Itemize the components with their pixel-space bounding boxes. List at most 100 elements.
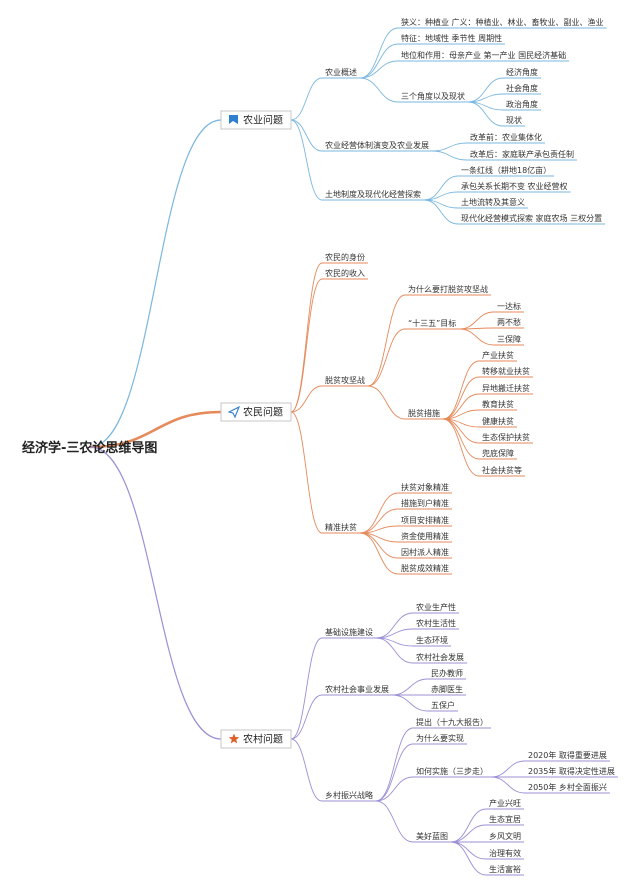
leaf-label: 治理有效: [489, 848, 521, 858]
connector-line: [290, 738, 323, 802]
subtopic-label: 赤脚医生: [431, 684, 463, 694]
subtopic-label: 特征：地域性 季节性 周期性: [401, 33, 502, 43]
leaf-label: 教育扶贫: [482, 399, 514, 409]
root-title: 经济学-三农论思维导图: [22, 440, 157, 456]
leaf-label: 产业兴旺: [489, 798, 521, 808]
send-icon: [227, 405, 241, 419]
main-node-box: [220, 729, 292, 749]
connector-line: [290, 694, 323, 740]
connector-line: [375, 800, 414, 843]
leaf-label: 2020年 取得重要进展: [528, 750, 607, 760]
mind-map-nodes: 经济学-三农论思维导图 农业问题 农业概述 狭义：种植业 广义：种植业、林业、畜牧业、…: [22, 17, 615, 874]
connector-line: [375, 776, 414, 802]
connector-line: [290, 119, 323, 152]
subtopic-label: 一条红线（耕地18亿亩）: [461, 165, 551, 175]
subtopic-label: 三个角度以及现状: [401, 91, 465, 101]
connector-lines: [89, 27, 618, 876]
leaf-label: 生活富裕: [489, 864, 521, 874]
leaf-label: 三保障: [497, 334, 521, 344]
connector-line: [89, 410, 222, 449]
subtopic-label: 资金使用精准: [401, 531, 449, 541]
main-node-label: 农业问题: [243, 114, 283, 127]
subtopic-label: 因村派人精准: [401, 547, 449, 557]
connector-line: [467, 101, 504, 127]
topic-label: 农民的收入: [325, 268, 365, 278]
main-node-box: [220, 110, 292, 130]
connector-line: [375, 727, 414, 802]
leaf-label: 社会扶贫等: [482, 465, 522, 475]
main-node-2[interactable]: 农民问题: [220, 402, 292, 422]
subtopic-label: 扶贫对象精准: [401, 482, 449, 492]
connector-line: [375, 628, 414, 639]
connector-line: [359, 77, 399, 103]
star-icon: [228, 733, 240, 744]
topic-label: 脱贫攻坚战: [325, 375, 365, 385]
connector-line: [423, 199, 459, 225]
leaf-label: 两不愁: [497, 317, 521, 327]
connector-line: [450, 841, 487, 876]
subtopic-label: “十三五”目标: [408, 318, 456, 328]
connector-line: [89, 446, 222, 740]
subtopic-label: 脱贫成效精准: [401, 563, 449, 573]
connector-line: [367, 328, 406, 387]
topic-label: 基础设施建设: [325, 627, 373, 637]
topic-label: 乡村振兴战略: [325, 790, 373, 800]
connector-line: [375, 637, 414, 664]
connector-line: [290, 411, 323, 534]
leaf-label: 2035年 取得决定性进展: [528, 766, 615, 776]
leaf-label: 生态保护扶贫: [482, 432, 530, 442]
leaf-label: 经济角度: [506, 67, 538, 77]
connector-line: [490, 760, 526, 778]
flag-icon: [229, 115, 238, 124]
connector-line: [89, 119, 222, 448]
connector-line: [290, 637, 323, 740]
connector-line: [442, 376, 480, 420]
subtopic-label: 地位和作用：母亲产业 第一产业 国民经济基础: [401, 50, 566, 60]
connector-line: [442, 418, 480, 477]
leaf-label: 异地搬迁扶贫: [482, 383, 530, 393]
connector-line: [431, 150, 468, 161]
subtopic-label: 狭义：种植业 广义：种植业、林业、畜牧业、副业、渔业: [401, 17, 604, 27]
topic-label: 农业概述: [325, 67, 357, 77]
main-node-3[interactable]: 农村问题: [220, 729, 292, 749]
subtopic-label: 改革后：家庭联产承包责任制: [470, 149, 574, 159]
connector-line: [442, 418, 480, 460]
connector-line: [359, 508, 399, 534]
subtopic-label: 如何实施（三步走）: [416, 766, 488, 776]
connector-line: [391, 678, 429, 696]
connector-line: [290, 262, 323, 413]
topic-label: 精准扶贫: [325, 522, 357, 532]
leaf-label: 转移就业扶贫: [482, 366, 530, 376]
connector-line: [467, 77, 504, 103]
topic-label: 农民的身份: [325, 252, 365, 262]
subtopic-label: 提出（十九大报告）: [416, 717, 488, 727]
connector-line: [359, 492, 399, 534]
leaf-label: 2050年 乡村全面振兴: [528, 782, 607, 792]
subtopic-label: 五保户: [431, 700, 455, 710]
connector-line: [359, 27, 399, 79]
leaf-label: 一达标: [497, 301, 521, 311]
leaf-label: 健康扶贫: [482, 416, 514, 426]
subtopic-label: 为什么要实现: [416, 733, 464, 743]
main-node-1[interactable]: 农业问题: [220, 110, 292, 130]
connector-line: [490, 776, 526, 794]
connector-line: [359, 532, 399, 575]
leaf-label: 乡风文明: [489, 831, 521, 841]
connector-line: [459, 311, 495, 330]
connector-line: [375, 612, 414, 639]
main-node-label: 农村问题: [243, 733, 283, 746]
subtopic-label: 土地流转及其意义: [461, 197, 525, 207]
leaf-label: 兜底保障: [482, 448, 514, 458]
subtopic-label: 农村社会发展: [416, 652, 464, 662]
topic-label: 土地制度及现代化经营探索: [325, 189, 421, 199]
main-node-label: 农民问题: [243, 406, 283, 419]
subtopic-label: 农村生活性: [416, 618, 456, 628]
topic-label: 农村社会事业发展: [325, 684, 389, 694]
connector-line: [290, 278, 323, 413]
leaf-label: 政治角度: [506, 99, 538, 109]
connector-line: [459, 328, 495, 346]
connector-line: [450, 841, 487, 860]
subtopic-label: 生态环境: [416, 635, 448, 645]
leaf-label: 产业扶贫: [482, 350, 514, 360]
